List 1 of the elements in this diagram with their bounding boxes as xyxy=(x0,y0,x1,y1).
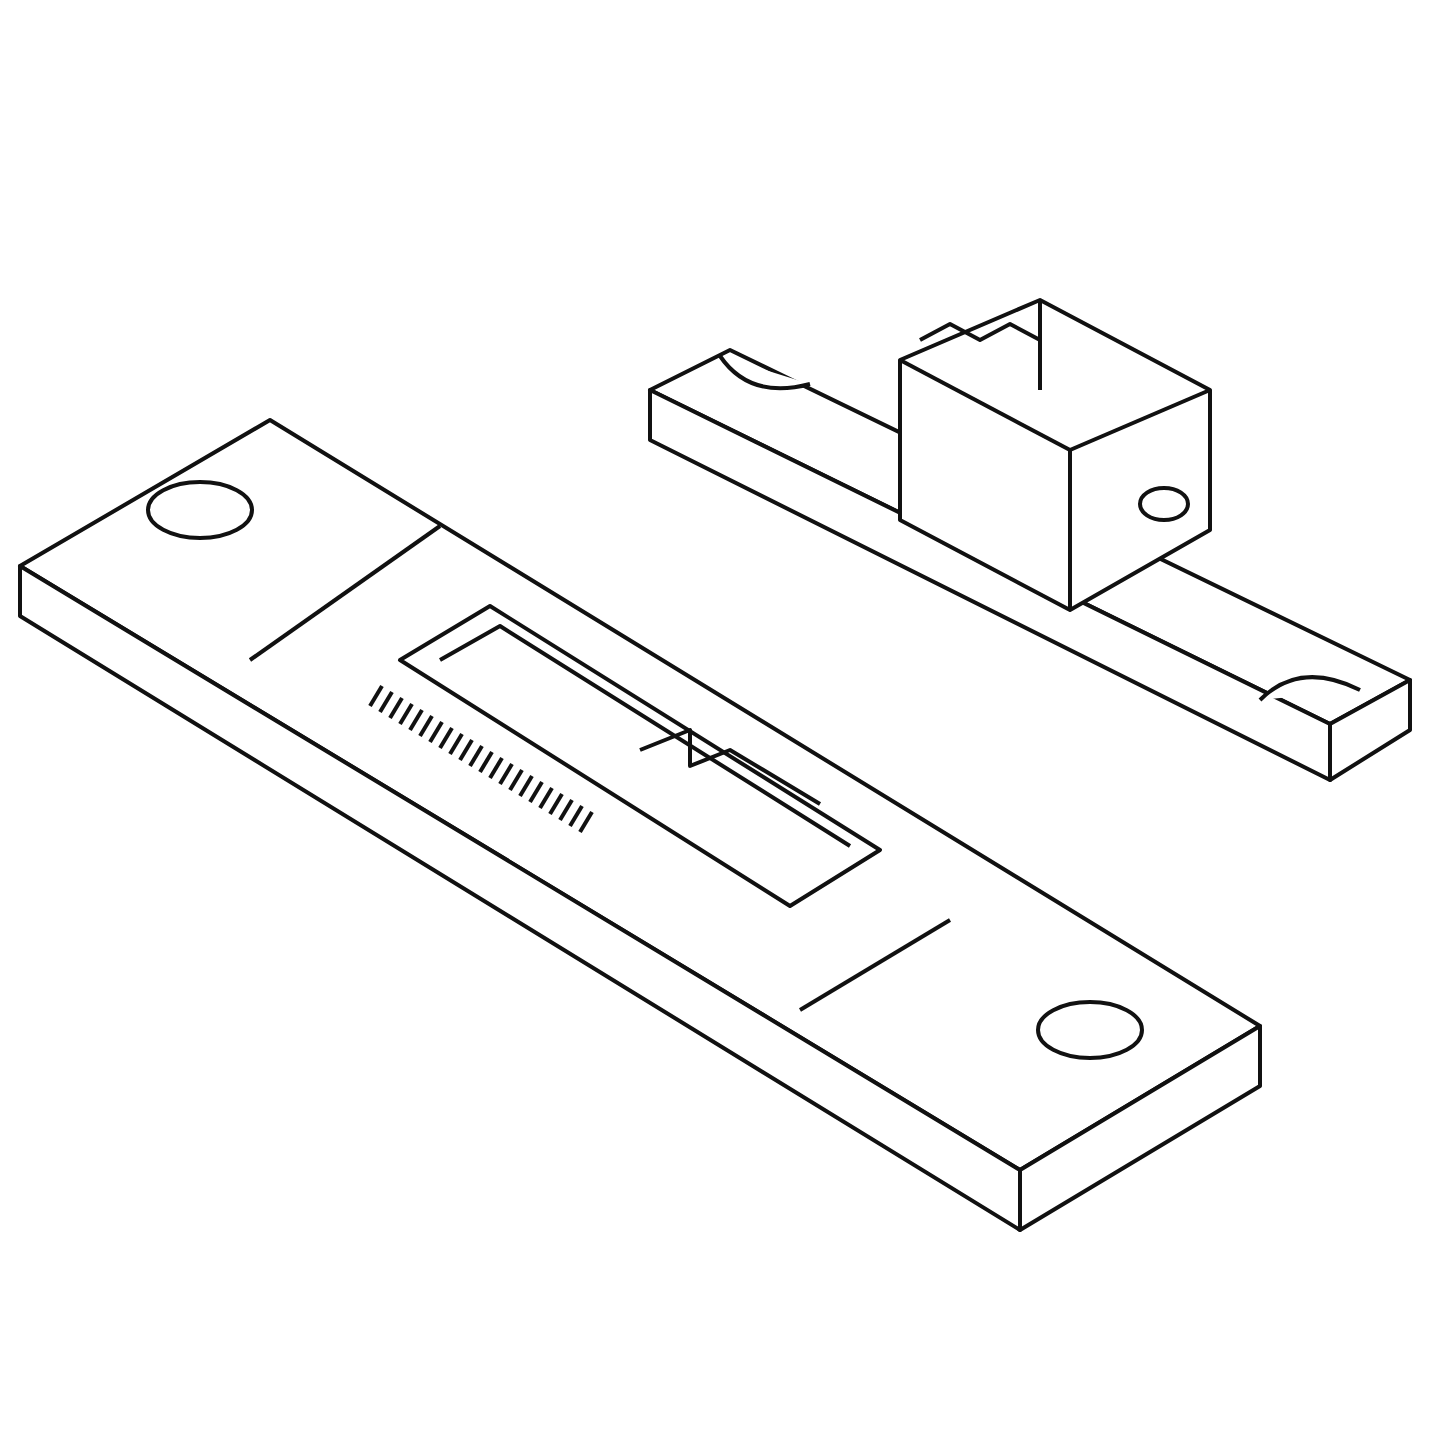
feed-dog-drawing xyxy=(648,298,1412,782)
